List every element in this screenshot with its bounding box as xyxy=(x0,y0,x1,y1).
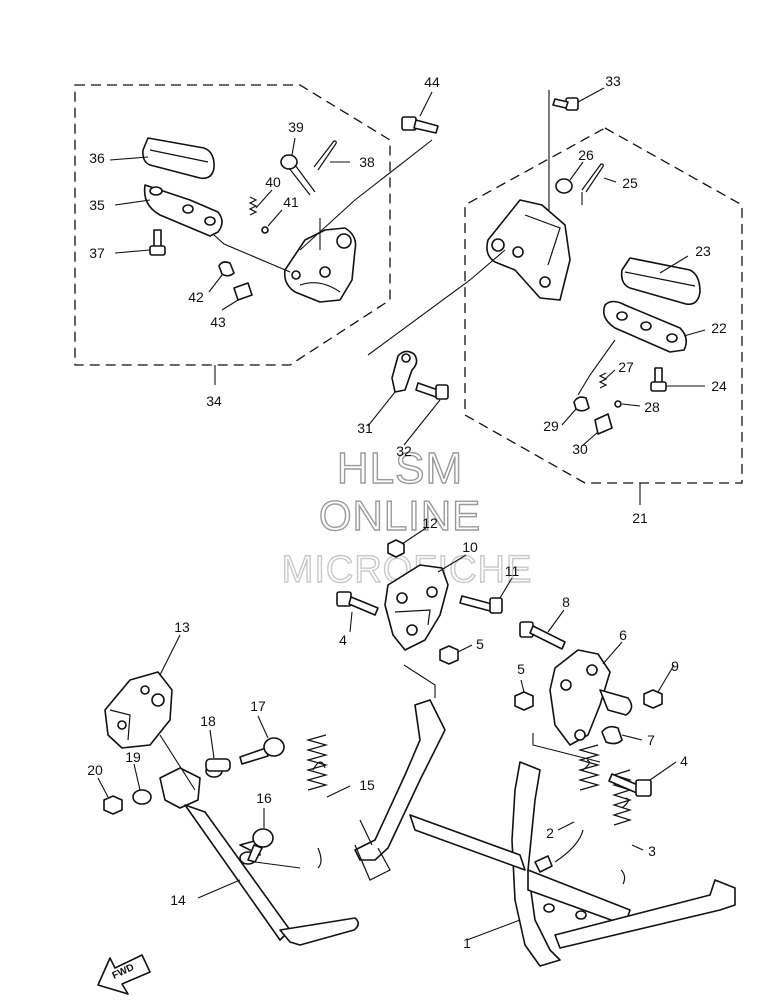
callout-36: 36 xyxy=(89,150,105,166)
callout-9: 9 xyxy=(671,658,679,674)
stand-bracket-10 xyxy=(384,564,449,651)
callout-8: 8 xyxy=(562,594,570,610)
callout-32: 32 xyxy=(396,443,412,459)
callout-3: 3 xyxy=(648,843,656,859)
nut-9 xyxy=(643,689,663,709)
callout-18: 18 xyxy=(200,713,216,729)
pin-39 xyxy=(280,154,316,196)
nut-5-right xyxy=(514,691,534,711)
callout-4-right: 4 xyxy=(680,753,688,769)
footrest-bracket-left xyxy=(283,227,357,303)
callout-26: 26 xyxy=(578,147,594,163)
collar-18 xyxy=(205,758,231,778)
callout-35: 35 xyxy=(89,197,105,213)
plate-43 xyxy=(233,282,253,301)
spring-3 xyxy=(611,769,633,885)
nut-20 xyxy=(103,795,123,815)
callout-4-left: 4 xyxy=(339,632,347,648)
footrest-left xyxy=(143,184,223,237)
callout-44: 44 xyxy=(424,74,440,90)
bolt-33 xyxy=(552,97,579,111)
footrest-bracket-right xyxy=(486,199,571,301)
center-stand xyxy=(354,699,736,967)
callout-5-left: 5 xyxy=(476,636,484,652)
ball-41 xyxy=(261,226,269,234)
nut-5-left xyxy=(439,645,459,665)
callout-1: 1 xyxy=(463,935,471,951)
callout-41: 41 xyxy=(283,194,299,210)
callout-13: 13 xyxy=(174,619,190,635)
callout-15: 15 xyxy=(359,777,375,793)
bolt-8 xyxy=(519,621,566,650)
callout-37: 37 xyxy=(89,245,105,261)
bolt-44 xyxy=(401,116,439,134)
callout-31: 31 xyxy=(357,420,373,436)
spring-15 xyxy=(305,734,329,869)
callout-20: 20 xyxy=(87,762,103,778)
spring-2 xyxy=(554,744,601,863)
plate-30 xyxy=(594,413,613,435)
callout-5-right: 5 xyxy=(517,661,525,677)
bolt-24 xyxy=(650,367,667,392)
callout-leaders xyxy=(97,87,706,941)
watermark-line-2: ONLINE xyxy=(319,492,481,539)
callout-39: 39 xyxy=(288,119,304,135)
callout-21: 21 xyxy=(632,510,648,526)
callout-16: 16 xyxy=(256,790,272,806)
callout-34: 34 xyxy=(206,393,222,409)
callout-33: 33 xyxy=(605,73,621,89)
callout-14: 14 xyxy=(170,892,186,908)
callout-24: 24 xyxy=(711,378,727,394)
cap-29 xyxy=(573,396,590,412)
cap-42 xyxy=(218,261,235,277)
bracket-31 xyxy=(391,350,418,393)
callout-25: 25 xyxy=(622,175,638,191)
bolt-11 xyxy=(459,595,503,614)
bolt-32 xyxy=(415,382,449,400)
callout-2: 2 xyxy=(546,825,554,841)
callout-19: 19 xyxy=(125,749,141,765)
bolt-4-right xyxy=(608,773,652,797)
callout-27: 27 xyxy=(618,359,634,375)
callout-11: 11 xyxy=(505,563,520,579)
sidestand-14 xyxy=(159,767,360,946)
callout-40: 40 xyxy=(265,174,281,190)
pin-26 xyxy=(555,178,573,194)
callout-28: 28 xyxy=(644,399,660,415)
callout-23: 23 xyxy=(695,243,711,259)
sidestand-bracket-13 xyxy=(104,671,173,749)
washer-19 xyxy=(132,789,152,805)
footrest-rubber-left xyxy=(142,137,215,180)
callout-6: 6 xyxy=(619,627,627,643)
bolt-4-left xyxy=(336,591,379,616)
spring-27 xyxy=(598,372,608,389)
callout-42: 42 xyxy=(188,289,204,305)
group-21-boundary xyxy=(464,127,743,484)
callout-43: 43 xyxy=(210,314,226,330)
ball-28 xyxy=(614,400,622,408)
callout-38: 38 xyxy=(359,154,375,170)
callout-30: 30 xyxy=(572,441,588,457)
callout-29: 29 xyxy=(543,418,559,434)
group-34-boundary xyxy=(74,84,391,366)
cotter-pin-25 xyxy=(581,163,604,193)
fwd-arrow: FWD xyxy=(97,954,151,995)
cotter-pin-38 xyxy=(313,140,337,171)
bolt-17 xyxy=(239,737,285,765)
footrest-right xyxy=(602,300,688,353)
stand-bracket-6 xyxy=(549,649,633,746)
footrest-rubber-right xyxy=(620,257,701,306)
callout-7: 7 xyxy=(647,732,655,748)
nut-12 xyxy=(387,539,405,558)
pin-16 xyxy=(247,828,274,863)
callout-22: 22 xyxy=(711,320,727,336)
bolt-37 xyxy=(149,229,166,256)
spring-40 xyxy=(248,196,258,216)
callout-12: 12 xyxy=(422,515,438,531)
callout-17: 17 xyxy=(250,698,266,714)
callout-10: 10 xyxy=(462,539,478,555)
watermark-line-1: HLSM xyxy=(337,444,463,493)
part-7 xyxy=(601,725,623,745)
